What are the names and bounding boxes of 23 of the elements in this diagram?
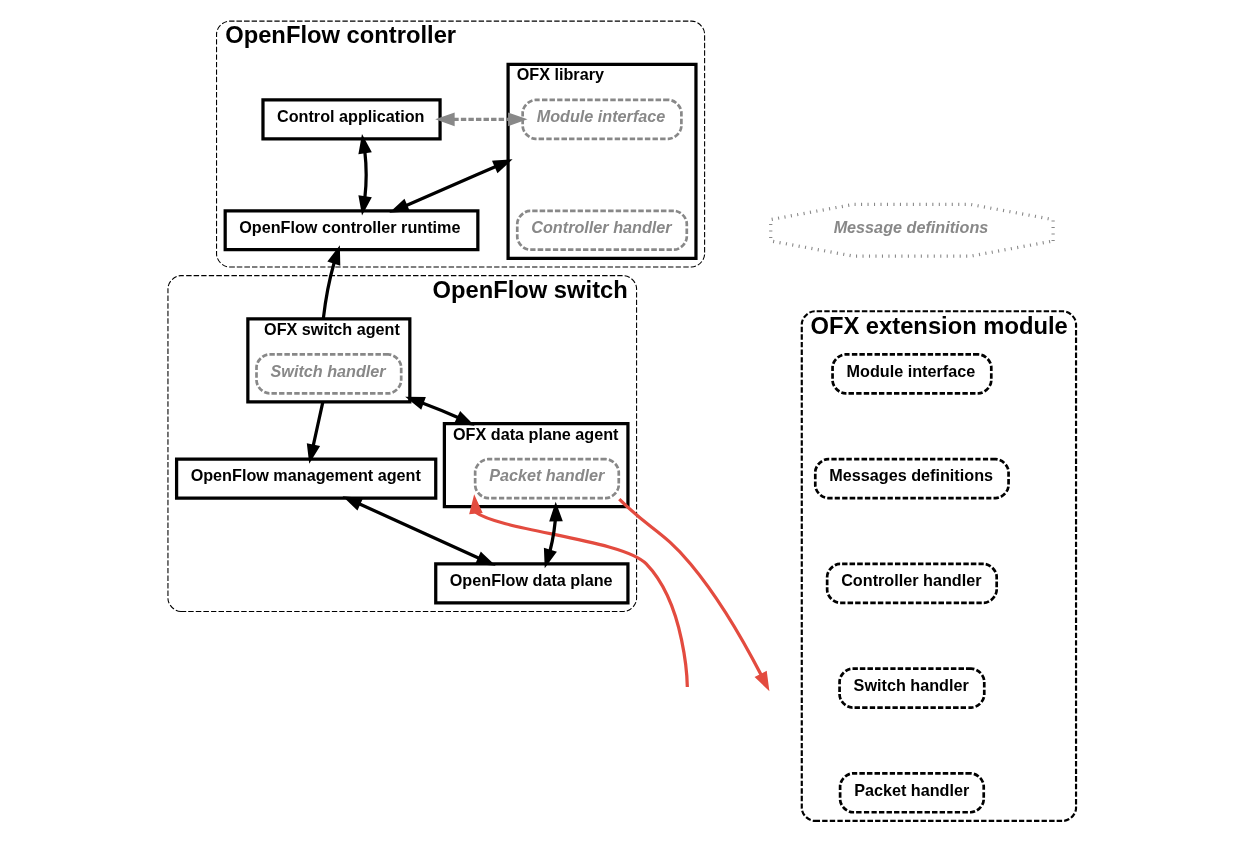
arrow bbox=[469, 494, 689, 688]
node-box: Module interface bbox=[831, 353, 993, 395]
node-box: OpenFlow data plane bbox=[434, 562, 630, 605]
arrow bbox=[321, 245, 341, 319]
arrow bbox=[342, 496, 496, 566]
node-box: Module interface bbox=[521, 98, 683, 141]
arrow bbox=[618, 497, 770, 692]
node-box: Messages definitions bbox=[813, 457, 1010, 500]
arrow bbox=[405, 396, 475, 426]
node-box: OpenFlow management agent bbox=[175, 457, 438, 500]
arrow bbox=[389, 159, 513, 213]
node-box: Switch handler bbox=[838, 667, 986, 709]
node-box: Control application bbox=[261, 98, 442, 141]
arrow bbox=[543, 501, 563, 569]
arrow bbox=[306, 401, 325, 464]
node-box: Controller handler bbox=[825, 562, 999, 605]
node-box: Switch handler bbox=[255, 353, 403, 395]
node-box: OpenFlow controller runtime bbox=[223, 209, 480, 252]
arrow bbox=[435, 112, 528, 127]
node-box: Packet handler bbox=[473, 457, 621, 500]
arrow bbox=[358, 134, 372, 216]
node-box: Controller handler bbox=[515, 209, 689, 252]
node-box: Packet handler bbox=[838, 772, 986, 814]
